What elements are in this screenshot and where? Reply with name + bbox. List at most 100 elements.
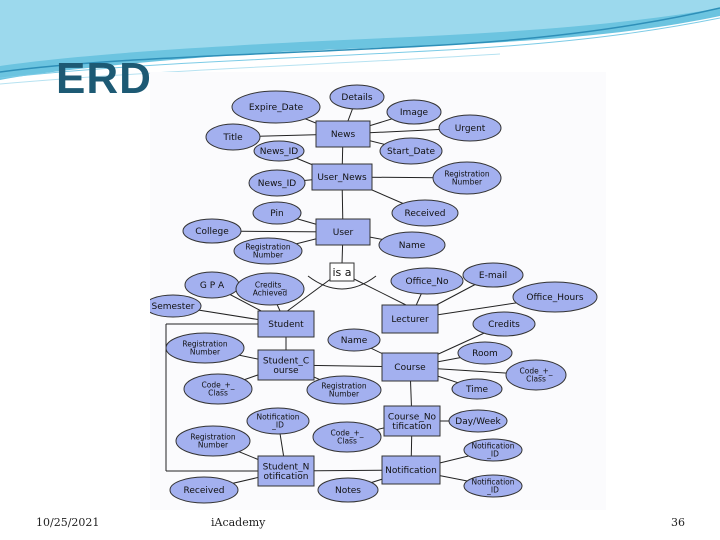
label-text: Room [472,349,498,359]
label-text: Student [268,320,304,330]
label-text: G P A [200,281,225,291]
label-text: Credits [488,320,520,330]
label-text: User [333,228,354,238]
isa-arc [307,275,377,290]
label-text: Registration [182,340,227,349]
label-text: Number [190,348,221,357]
attribute-code-class-cn: Code_+_Class [312,421,382,453]
footer-date: 10/25/2021 [36,516,100,529]
attribute-office-hours: Office_Hours [512,281,598,313]
label-text: Name [341,336,368,346]
label-text: Credits_ [255,281,285,290]
entity-student-notification: Student_Notification [257,455,315,487]
label-text: Received [184,486,225,496]
label-text: Code_+_ [331,429,364,438]
attribute-office-no: Office_No [390,267,464,295]
attribute-news-id2: News_ID [248,169,306,197]
label-text: Time [465,385,488,395]
label-text: Number [253,251,284,260]
entity-student-course: Student_Course [257,349,315,381]
label-text: Office_Hours [526,293,583,303]
attribute-code-class-course: Code_+_Class [505,359,567,391]
label-text: Number [329,390,360,399]
label-text: Student_C [263,356,309,366]
label-text: E-mail [479,271,507,281]
attribute-name-course: Name [327,328,381,352]
label-text: Class [337,437,357,446]
label-text: Code_+_ [202,381,235,390]
attribute-room: Room [457,341,513,365]
attribute-semester: Semester [150,294,202,318]
label-text: Image [400,108,429,118]
label-text: Class [208,389,228,398]
label-text: Urgent [455,124,486,134]
label-text: Code_+_ [520,367,553,376]
attribute-gpa: G P A [184,271,240,299]
label-text: Notification [256,413,299,422]
attribute-news-id: News_ID [253,140,305,162]
label-text: Received [405,209,446,219]
label-text: User_News [317,173,367,183]
label-text: Registration [190,433,235,442]
label-text: Start_Date [387,147,435,157]
attribute-urgent: Urgent [438,114,502,142]
attribute-name-user: Name [378,231,446,259]
attribute-notif-id-sn: Notification_ID [246,407,310,435]
label-text: News_ID [260,147,298,157]
attribute-image: Image [386,99,442,125]
label-text: Number [198,441,229,450]
label-text: Details [341,93,373,103]
attribute-notes: Notes [317,477,379,503]
label-text: Office_No [405,277,449,287]
label-text: Pin [270,209,283,219]
attribute-details: Details [329,84,385,110]
label-text: Number [452,178,483,187]
label-text: News_ID [258,179,296,189]
attribute-notif-id-n: Notification_ID [463,474,523,498]
label-text: Class [526,375,546,384]
label-text: Name [399,241,426,251]
label-text: Notification [471,442,514,451]
isa-line [351,277,411,308]
entity-course: Course [381,352,439,382]
label-text: News [331,130,356,140]
label-text: ourse [273,366,299,376]
label-text: Lecturer [391,315,429,325]
attribute-credits-achieved: Credits_Achieved [235,272,305,306]
entity-lecturer: Lecturer [381,304,439,334]
attribute-start-date: Start_Date [379,137,443,165]
label-text: _ID [486,450,499,459]
label-text: Expire_Date [249,103,304,113]
attribute-pin: Pin [252,201,302,225]
label-text: Registration [321,382,366,391]
label-text: Registration [245,243,290,252]
label-text: Day/Week [455,417,501,427]
entity-course-notification: Course_Notification [383,405,441,437]
entity-notification: Notification [381,455,441,485]
label-text: tification [392,422,431,432]
background-waves [0,0,720,85]
attribute-expire-date: Expire_Date [231,90,321,124]
label-text: Achieved [253,289,288,298]
label-text: Title [222,133,243,143]
footer-org: iAcademy [211,516,266,529]
label-text: Registration [444,170,489,179]
isa-label: is a [332,266,351,279]
attribute-college: College [182,218,242,244]
footer-page-number: 36 [671,516,685,529]
label-text: Course_No [388,412,437,422]
entity-news: News [315,120,371,148]
isa-line [285,277,333,313]
attribute-notif-id-cn: Notification_ID [463,438,523,462]
label-text: Student_N [263,462,310,472]
isa-node: is a [329,262,355,282]
label-text: College [195,227,229,237]
label-text: Notification [471,478,514,487]
label-text: otification [264,472,309,482]
label-text: Semester [151,302,194,312]
attribute-code-class-sc: Code_+_Class [183,373,253,405]
